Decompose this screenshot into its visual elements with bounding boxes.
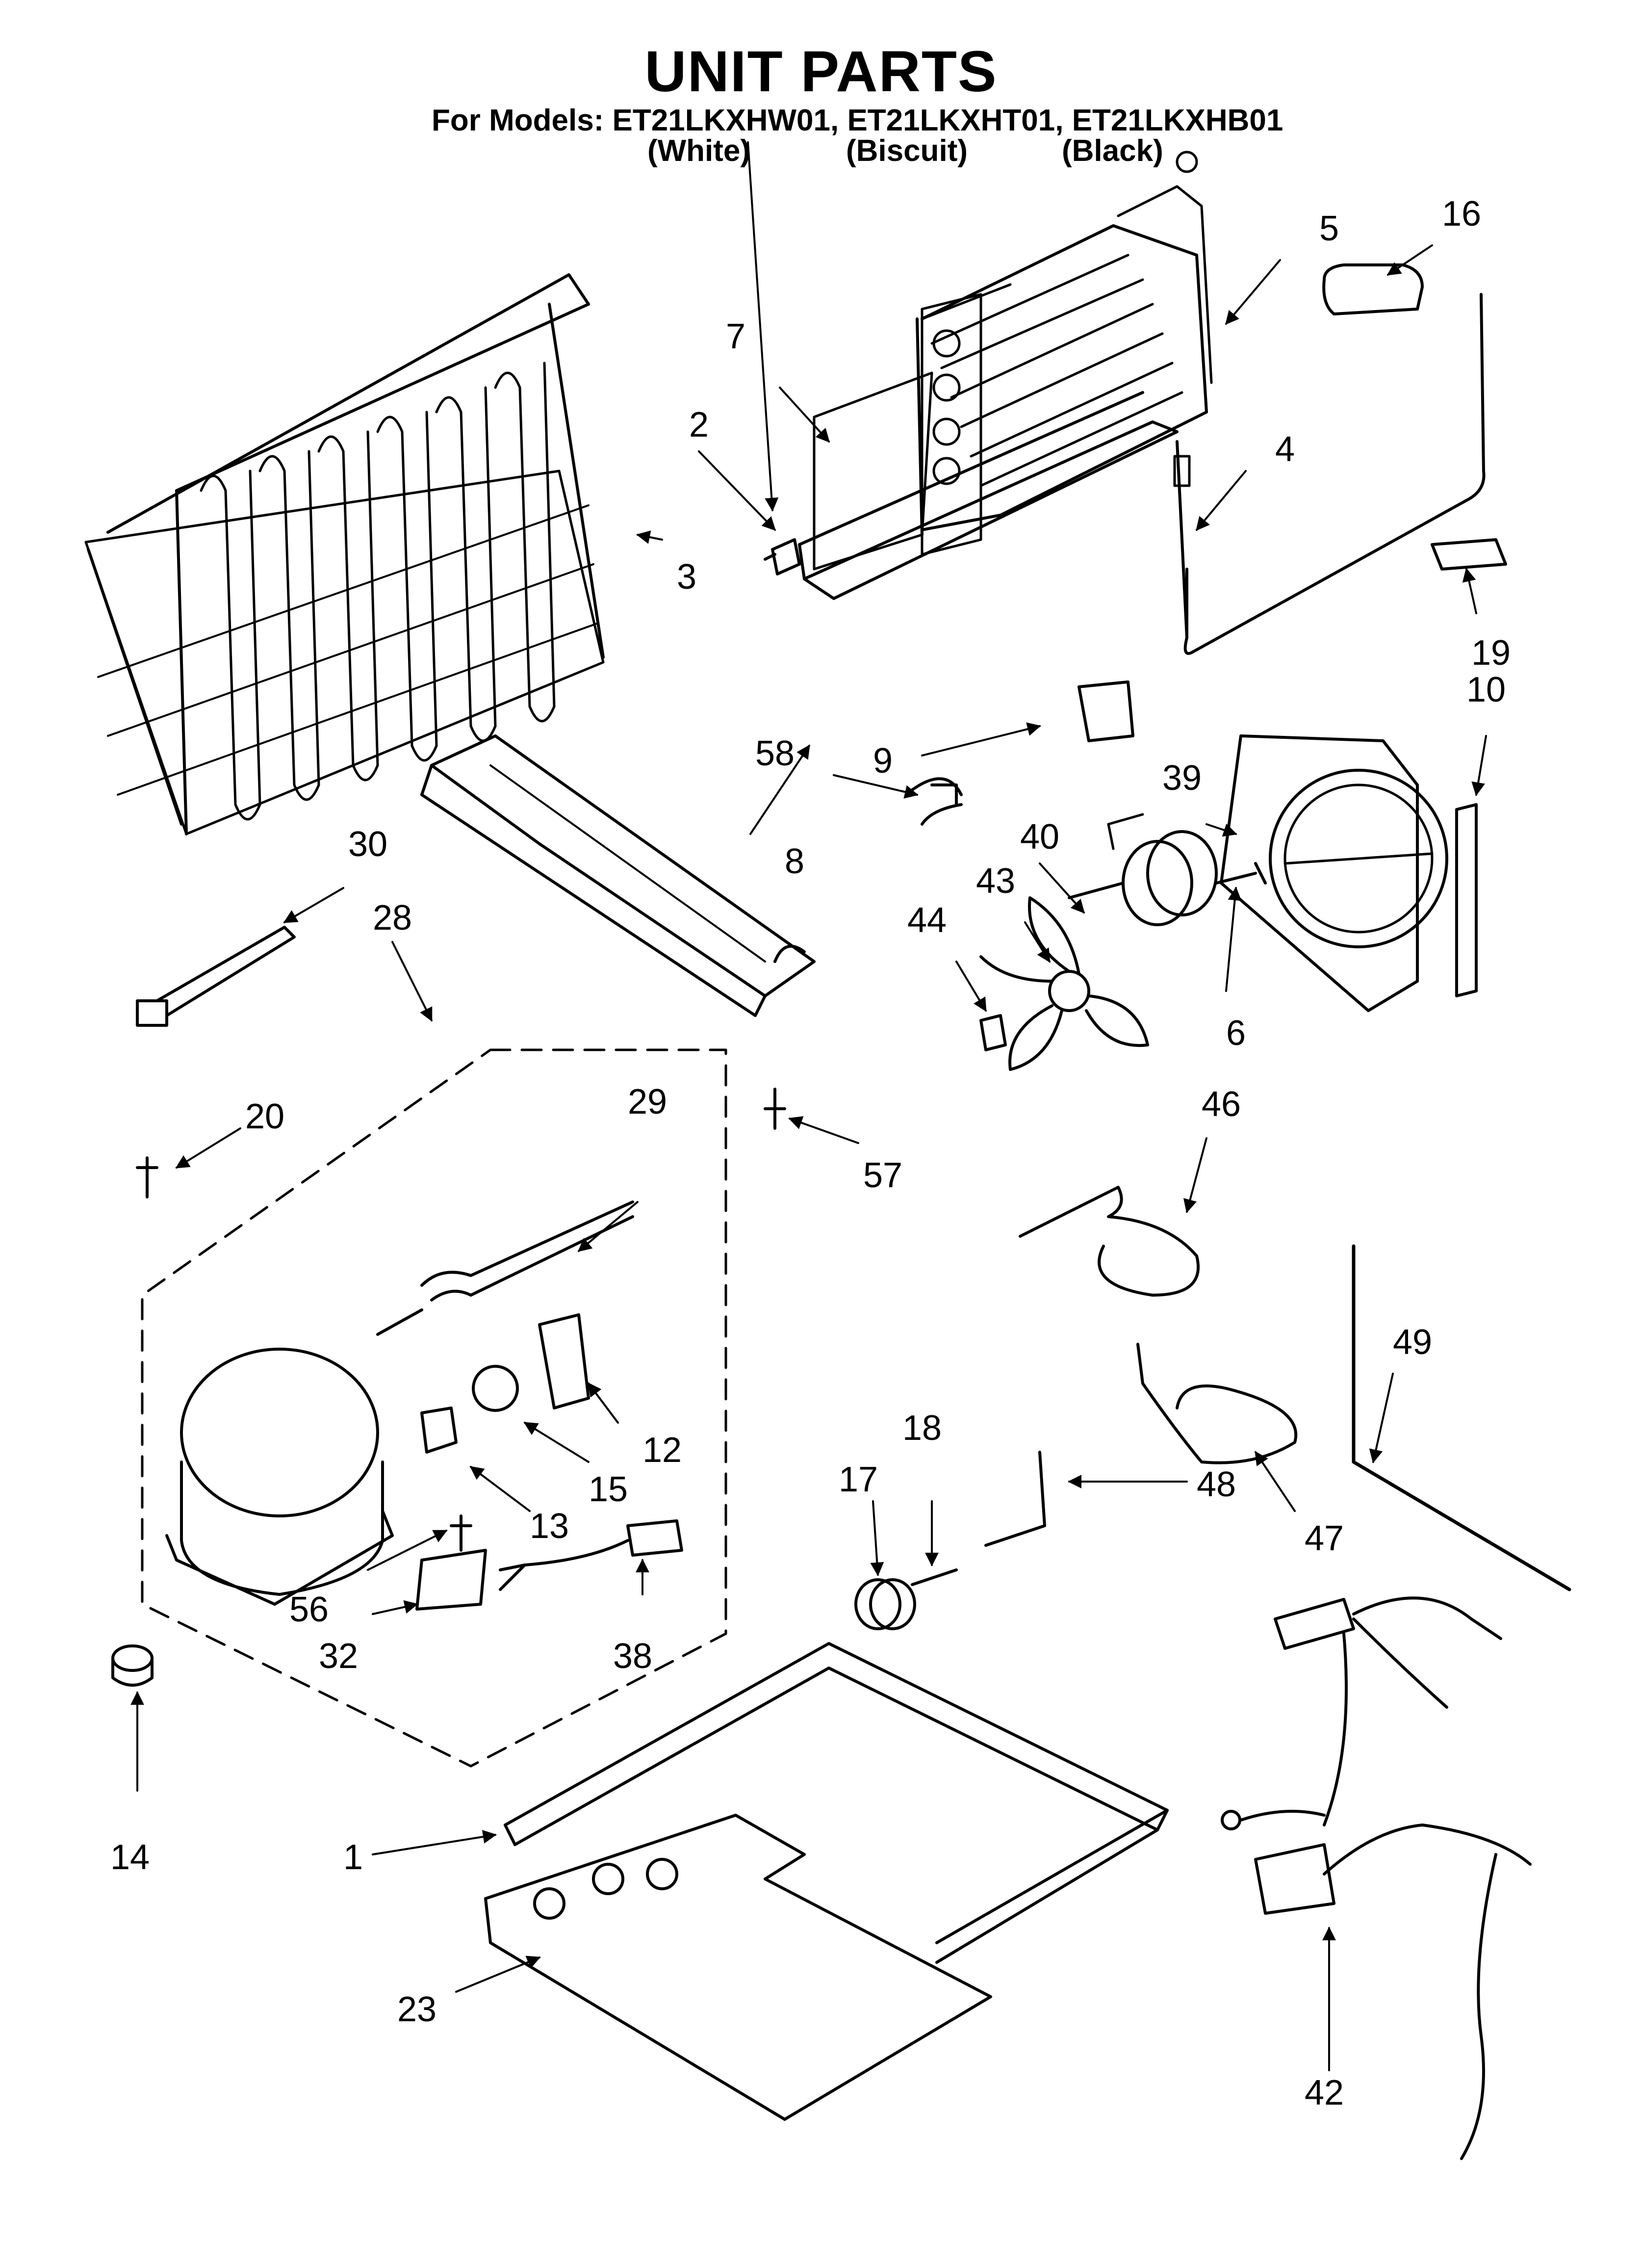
callout-19: 19 — [1471, 633, 1511, 673]
callout-44: 44 — [907, 901, 947, 940]
callout-7: 7 — [726, 317, 745, 356]
axle-18-illustration — [911, 1568, 958, 1586]
overload-13-illustration — [420, 1407, 458, 1454]
clip-19-illustration — [1431, 538, 1507, 571]
wiring-harness-42-illustration — [1221, 1596, 1532, 2160]
callout-15: 15 — [589, 1470, 628, 1509]
callout-8: 8 — [785, 842, 804, 881]
callout-38: 38 — [613, 1637, 652, 1676]
evaporator-assembly-illustration — [764, 151, 1213, 600]
relay-12-illustration — [538, 1313, 590, 1409]
callout-1: 1 — [343, 1838, 363, 1877]
tube-48-illustration — [984, 1451, 1046, 1547]
callout-12: 12 — [642, 1431, 682, 1470]
compressor-group-outline — [141, 1048, 727, 1768]
capacitor-32-illustration — [415, 1549, 487, 1611]
leader-lines — [130, 141, 1487, 2071]
callout-40: 40 — [1020, 817, 1059, 857]
roller-17-illustration — [854, 1578, 916, 1630]
callout-39: 39 — [1162, 758, 1202, 798]
callout-13: 13 — [530, 1507, 569, 1546]
callout-3: 3 — [677, 557, 696, 597]
cap-16-illustration — [1322, 263, 1424, 315]
fan-blade-43-illustration — [979, 896, 1149, 1071]
relay-15-illustration — [472, 1365, 519, 1412]
callout-14: 14 — [110, 1838, 150, 1877]
cable-tie-30-illustration — [136, 926, 296, 1027]
bracket-9-illustration — [1078, 680, 1134, 742]
screw-56-illustration — [450, 1514, 472, 1552]
grommet-14-illustration — [111, 1644, 154, 1687]
callout-28: 28 — [373, 898, 412, 938]
callout-20: 20 — [245, 1097, 284, 1136]
callout-17: 17 — [839, 1460, 878, 1499]
harness-38-illustration — [499, 1519, 683, 1591]
callout-29: 29 — [628, 1082, 667, 1121]
callout-58: 58 — [755, 734, 795, 773]
strip-10-illustration — [1455, 803, 1478, 997]
variant-biscuit: (Biscuit) — [846, 134, 968, 168]
callout-4: 4 — [1275, 430, 1295, 469]
callout-56: 56 — [289, 1590, 329, 1629]
tube-29-illustration — [376, 1200, 634, 1336]
callout-57: 57 — [863, 1156, 902, 1195]
fan-shroud-39-illustration — [1220, 734, 1448, 1012]
compressor-illustration — [165, 1348, 394, 1606]
callout-43: 43 — [976, 861, 1015, 901]
screw-57-illustration — [764, 1088, 786, 1130]
callout-2: 2 — [689, 405, 709, 444]
callout-23: 23 — [397, 1990, 436, 2029]
condenser-coil-illustration — [84, 273, 605, 835]
callout-48: 48 — [1197, 1465, 1236, 1504]
models-line: For Models: ET21LKXHW01, ET21LKXHT01, ET… — [432, 104, 1283, 137]
sensor-wire-illustration — [1173, 293, 1486, 655]
screw-6-illustration — [1215, 862, 1267, 885]
bottom-panel-23-illustration — [484, 1814, 992, 2121]
tubing-46-illustration — [1019, 1186, 1200, 1297]
plug-8-illustration — [911, 777, 963, 826]
callout-30: 30 — [348, 825, 387, 864]
callout-18: 18 — [902, 1408, 942, 1448]
base-frame-1-illustration — [504, 1642, 1169, 1964]
duct-58-illustration — [420, 734, 816, 1017]
callout-42: 42 — [1305, 2073, 1344, 2112]
tube-47-illustration — [1136, 1343, 1298, 1464]
callout-10: 10 — [1466, 670, 1506, 709]
callout-labels: 7 2 3 5 16 4 19 10 9 8 58 39 40 43 44 6 … — [110, 194, 1511, 2112]
callout-6: 6 — [1226, 1014, 1246, 1053]
callout-5: 5 — [1319, 209, 1339, 248]
callout-9: 9 — [873, 741, 893, 781]
callout-32: 32 — [319, 1637, 358, 1676]
variant-white: (White) — [647, 134, 751, 168]
fan-motor-40-illustration — [1068, 813, 1218, 926]
variant-black: (Black) — [1062, 134, 1163, 168]
callout-16: 16 — [1442, 194, 1481, 234]
rod-49-illustration — [1352, 1244, 1571, 1591]
page-title: UNIT PARTS — [644, 39, 998, 104]
screw-20-illustration — [136, 1156, 158, 1199]
callout-46: 46 — [1202, 1085, 1241, 1124]
callout-49: 49 — [1393, 1323, 1432, 1362]
callout-47: 47 — [1305, 1519, 1344, 1558]
washer-44-illustration — [979, 1014, 1007, 1051]
